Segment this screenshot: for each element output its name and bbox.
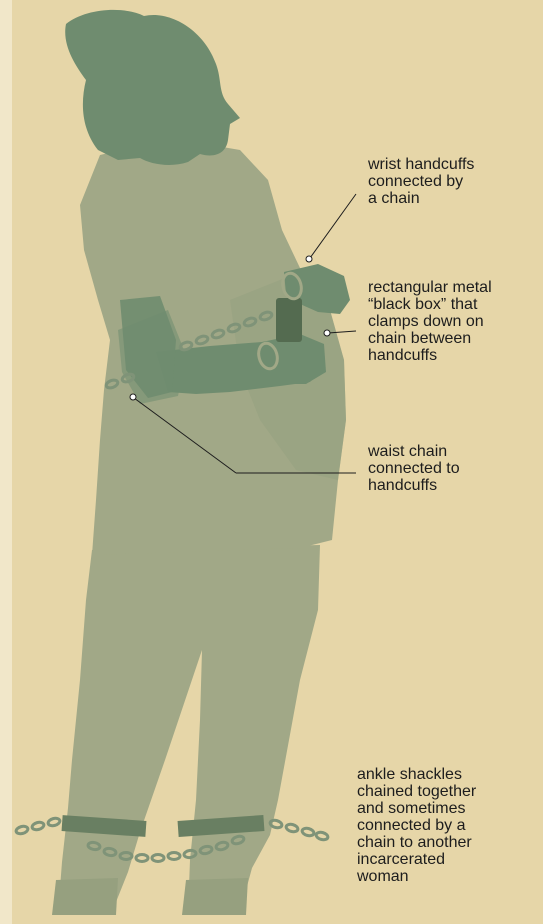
- waist-chain-marker: [130, 394, 136, 400]
- wrist-handcuffs-marker: [306, 256, 312, 262]
- left-shoe: [52, 878, 118, 915]
- black-box-marker: [324, 330, 330, 336]
- black-box: [276, 298, 302, 342]
- head: [65, 10, 240, 165]
- black-box-label: rectangular metal “black box” that clamp…: [368, 279, 492, 364]
- ankle-shackles-label: ankle shackles chained together and some…: [357, 766, 476, 885]
- right-shoe: [182, 878, 248, 915]
- waist-chain-label: waist chain connected to handcuffs: [368, 443, 460, 494]
- wrist-handcuffs-label: wrist handcuffs connected by a chain: [368, 156, 474, 207]
- wrist-handcuffs-leader: [310, 194, 356, 258]
